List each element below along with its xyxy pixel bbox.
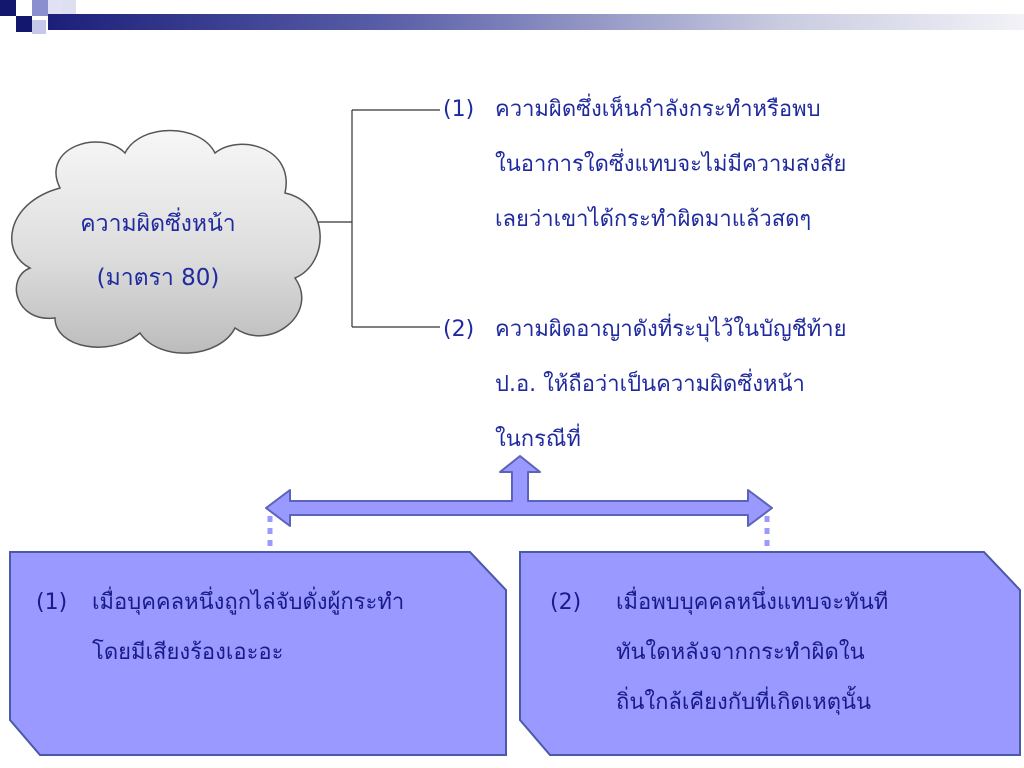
box-2-line-3: ถิ่นใกล้เคียงกับที่เกิดเหตุนั้น: [616, 690, 872, 715]
box-1-number: (1): [36, 590, 68, 615]
box-2-line-2: ทันใดหลังจากกระทำผิดใน: [616, 640, 865, 665]
branch-2-line-2: ป.อ. ให้ถือว่าเป็นความผิดซึ่งหน้า: [495, 372, 805, 397]
box-2-line-1: เมื่อพบบุคคลหนึ่งแทบจะทันที: [616, 590, 889, 615]
box-1: (1) เมื่อบุคคลหนึ่งถูกไล่จับดั่งผู้กระทำ…: [36, 578, 516, 738]
deco-square: [62, 0, 76, 14]
deco-square: [32, 20, 46, 34]
branch-1-number: (1): [443, 97, 475, 122]
header-decoration: [0, 0, 1024, 38]
deco-square: [32, 0, 48, 16]
box-2-number: (2): [550, 590, 582, 615]
branch-1: (1) ความผิดซึ่งเห็นกำลังกระทำหรือพบ ในอา…: [443, 82, 1003, 252]
branch-2-number: (2): [443, 317, 475, 342]
cloud-title: ความผิดซึ่งหน้า: [80, 211, 236, 237]
box-1-line-2: โดยมีเสียงร้องเอะอะ: [92, 640, 284, 665]
box-2-shape: [519, 551, 1021, 756]
branch-2-line-1: ความผิดอาญาดังที่ระบุไว้ในบัญชีท้าย: [495, 317, 847, 342]
box-2: (2) เมื่อพบบุคคลหนึ่งแทบจะทันที ทันใดหลั…: [550, 578, 1010, 738]
header-gradient-bar: [0, 0, 1024, 34]
branch-1-line-2: ในอาการใดซึ่งแทบจะไม่มีความสงสัย: [495, 152, 847, 177]
branch-1-line-3: เลยว่าเขาได้กระทำผิดมาแล้วสดๆ: [495, 207, 812, 232]
cloud-shape: ความผิดซึ่งหน้า (มาตรา 80): [0, 118, 330, 358]
branch-2-line-3: ในกรณีที่: [495, 427, 581, 452]
branch-2: (2) ความผิดอาญาดังที่ระบุไว้ในบัญชีท้าย …: [443, 302, 1003, 472]
deco-square: [0, 0, 16, 16]
cloud-graphic: [11, 129, 321, 354]
cloud-subtitle: (มาตรา 80): [96, 265, 220, 291]
deco-square: [16, 16, 32, 32]
box-1-line-1: เมื่อบุคคลหนึ่งถูกไล่จับดั่งผู้กระทำ: [92, 590, 405, 615]
deco-square: [48, 0, 62, 14]
double-headed-arrow: [265, 455, 773, 527]
branch-1-line-1: ความผิดซึ่งเห็นกำลังกระทำหรือพบ: [495, 97, 821, 122]
box-1-shape: [9, 551, 507, 756]
